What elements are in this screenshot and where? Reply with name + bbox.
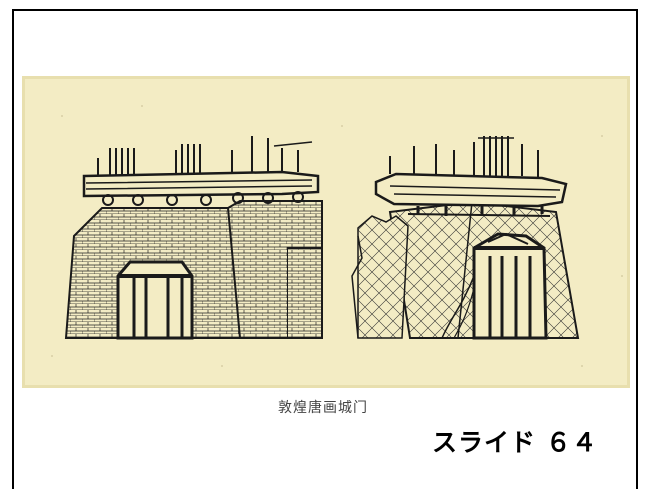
right-gate-drawing (351, 136, 580, 340)
image-caption: 敦煌唐画城门 (278, 400, 368, 416)
left-gate-drawing (64, 136, 323, 340)
dunhuang-city-gate-drawing-icon (22, 76, 630, 388)
slide-number: スライド ６４ (432, 428, 598, 457)
